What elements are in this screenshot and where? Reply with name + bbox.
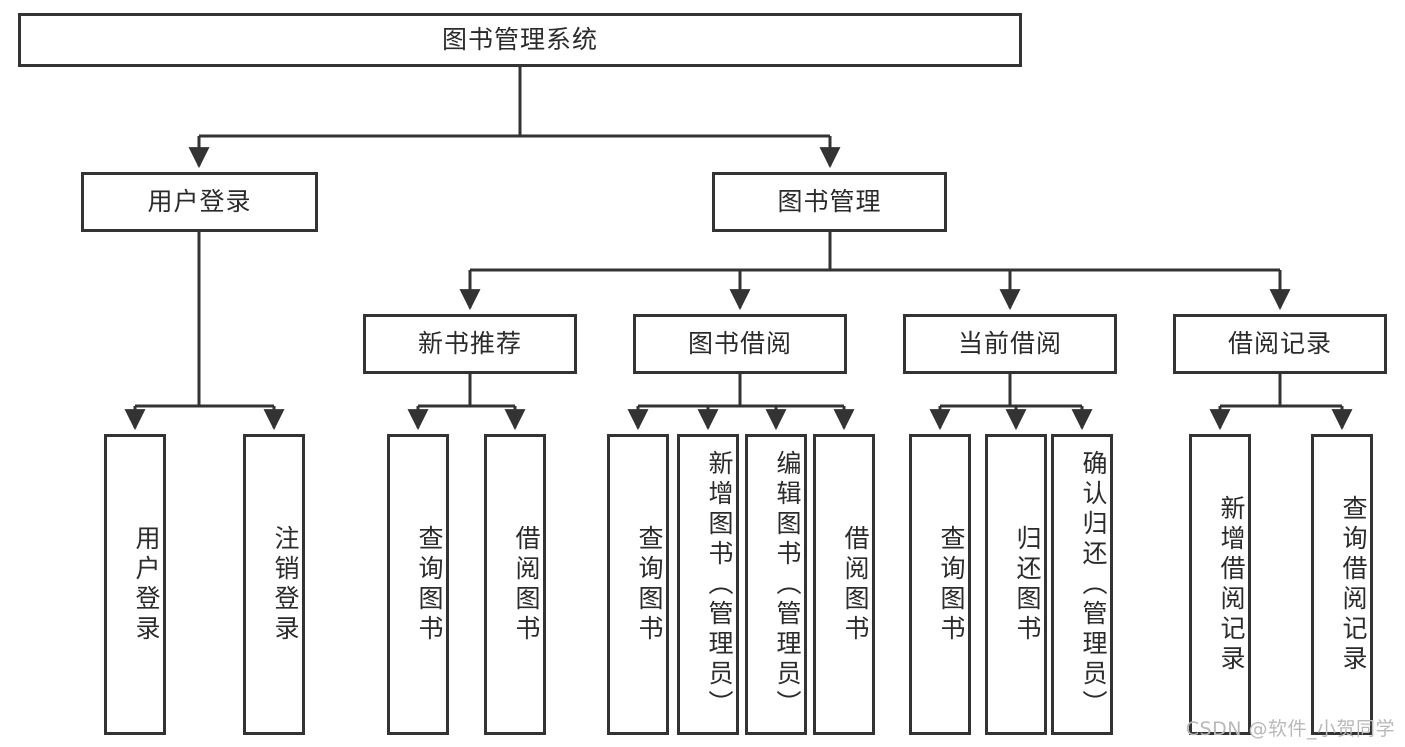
node-leaf-confirm-return-admin[interactable]: 确认归还（管理员） [1051, 434, 1113, 735]
node-label: 用户登录 [147, 187, 252, 217]
node-leaf-borrow-book[interactable]: 借阅图书 [813, 434, 875, 735]
node-leaf-borrow-book-recommend[interactable]: 借阅图书 [484, 434, 546, 735]
node-user-login[interactable]: 用户登录 [81, 172, 318, 232]
node-new-book-recommend[interactable]: 新书推荐 [363, 314, 577, 374]
node-label: 确认归还（管理员） [1079, 449, 1108, 720]
node-label: 图书管理 [777, 187, 882, 217]
node-book-management[interactable]: 图书管理 [712, 172, 947, 232]
node-label: 归还图书 [1013, 524, 1042, 645]
node-book-borrow[interactable]: 图书借阅 [633, 314, 847, 374]
node-leaf-user-login[interactable]: 用户登录 [104, 434, 166, 735]
node-label: 新增图书（管理员） [705, 449, 734, 720]
node-label: 查询图书 [635, 524, 664, 645]
node-label: 借阅记录 [1227, 329, 1332, 359]
node-leaf-return-book[interactable]: 归还图书 [985, 434, 1047, 735]
node-leaf-query-borrow-record[interactable]: 查询借阅记录 [1311, 434, 1373, 735]
node-root-system[interactable]: 图书管理系统 [18, 13, 1022, 67]
node-label: 查询图书 [415, 524, 444, 645]
node-label: 当前借阅 [957, 329, 1062, 359]
node-label: 图书管理系统 [441, 25, 598, 55]
node-leaf-add-borrow-record[interactable]: 新增借阅记录 [1189, 434, 1251, 735]
node-leaf-edit-book-admin[interactable]: 编辑图书（管理员） [745, 434, 807, 735]
node-leaf-query-book-recommend[interactable]: 查询图书 [387, 434, 449, 735]
node-label: 查询借阅记录 [1339, 494, 1368, 675]
node-borrow-record[interactable]: 借阅记录 [1173, 314, 1387, 374]
watermark-text: CSDN @软件_小贺同学 [1185, 718, 1395, 740]
node-label: 借阅图书 [841, 524, 870, 645]
node-leaf-logout[interactable]: 注销登录 [243, 434, 305, 735]
node-label: 借阅图书 [512, 524, 541, 645]
node-current-borrow[interactable]: 当前借阅 [903, 314, 1117, 374]
node-leaf-add-book-admin[interactable]: 新增图书（管理员） [677, 434, 739, 735]
node-label: 新书推荐 [417, 329, 522, 359]
node-label: 新增借阅记录 [1217, 494, 1246, 675]
node-label: 注销登录 [271, 524, 300, 645]
node-label: 图书借阅 [687, 329, 792, 359]
node-label: 用户登录 [132, 524, 161, 645]
node-label: 编辑图书（管理员） [773, 449, 802, 720]
node-leaf-query-book-current[interactable]: 查询图书 [909, 434, 971, 735]
node-label: 查询图书 [937, 524, 966, 645]
node-leaf-query-book-borrow[interactable]: 查询图书 [607, 434, 669, 735]
